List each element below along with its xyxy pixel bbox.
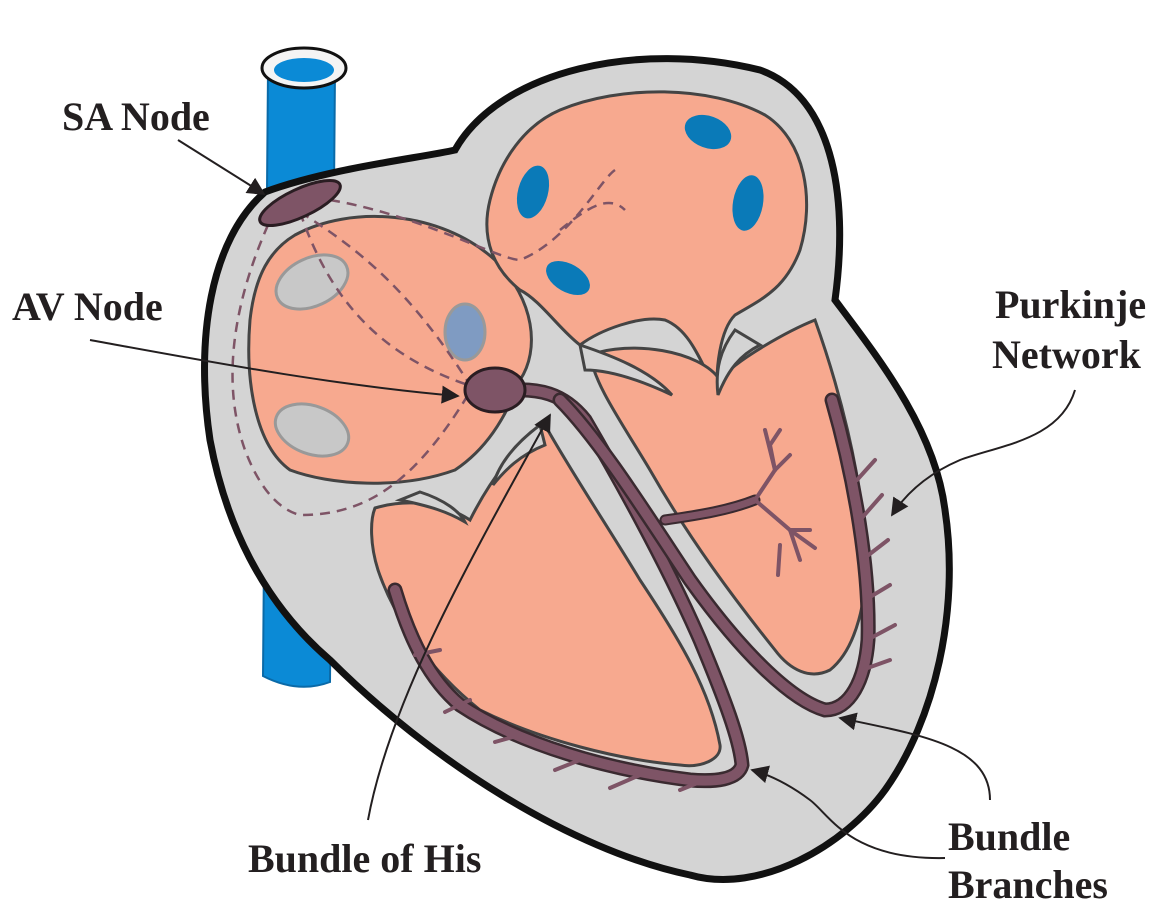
purkinje-label-line1: Purkinje — [995, 282, 1146, 327]
av-node-label: AV Node — [12, 284, 163, 329]
av-node — [463, 366, 527, 414]
conduction-system — [387, 382, 876, 789]
bundle-branches-label-line2: Branches — [948, 862, 1108, 906]
sa-node — [258, 178, 342, 228]
sa-node-leader — [177, 139, 266, 195]
bundle-of-his-label: Bundle of His — [248, 836, 481, 881]
purkinje-label-line2: Network — [992, 332, 1142, 377]
bundle-branches-label-line1: Bundle — [948, 814, 1070, 859]
purkinje-leader — [891, 389, 1076, 517]
purkinje-fibers — [413, 428, 897, 792]
valve-flaps — [394, 328, 764, 526]
valve-openings — [273, 114, 764, 458]
bundle-branches-leader-1 — [838, 712, 991, 801]
av-node-leader — [89, 339, 460, 404]
internodal-pathways — [231, 168, 626, 517]
bundle-of-his-leader — [367, 413, 551, 821]
bundle-branches-leader-2 — [750, 765, 946, 860]
sa-node-label: SA Node — [62, 94, 210, 139]
